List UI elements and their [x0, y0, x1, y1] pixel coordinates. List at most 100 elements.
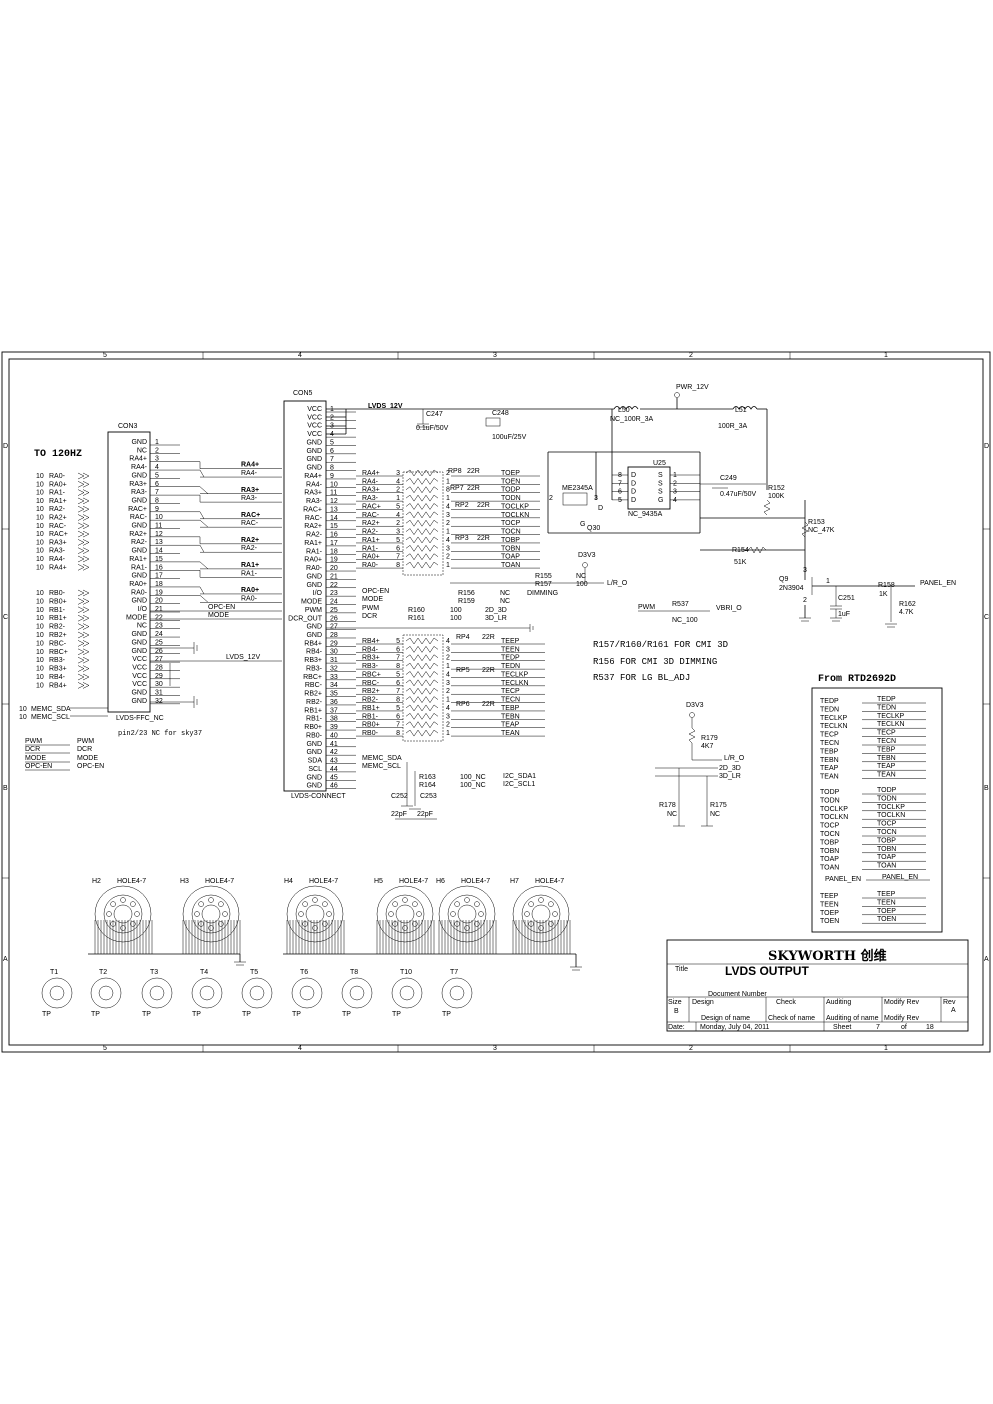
hole-ref: H4 — [284, 878, 293, 885]
hole-via — [198, 901, 204, 907]
con5-pin-number: 1 — [330, 406, 334, 413]
rp-out-pin: 4 — [446, 537, 450, 544]
r156-ref: R156 — [458, 590, 475, 597]
rp-out-a-label: TODN — [501, 495, 521, 502]
testpoint-label: TP — [142, 1011, 151, 1018]
hole-via — [218, 921, 224, 927]
con5-pin-number: 43 — [330, 758, 338, 765]
u25-part: NC_9435A — [628, 511, 663, 518]
con3-pin-name: GND — [131, 648, 147, 655]
r153-ref: R153 — [808, 519, 825, 526]
con5-pin-number: 19 — [330, 557, 338, 564]
rp-out-a-label: TOAP — [501, 554, 520, 561]
rp-out-a-label: TOEN — [501, 478, 520, 485]
con3-pin-name: GND — [131, 573, 147, 580]
r175-ref: R175 — [710, 802, 727, 809]
rp-in-pin: 4 — [396, 478, 400, 485]
con3-pin-number: 13 — [155, 539, 163, 546]
hole-outer-ring — [94, 885, 152, 943]
con5-pin-number: 40 — [330, 732, 338, 739]
con3-pin-number: 11 — [155, 523, 162, 530]
con3-pin-name: RAC- — [130, 514, 148, 521]
con3-pin-name: RA2- — [131, 539, 148, 546]
frame-col-1-bottom: 1 — [884, 1045, 888, 1052]
hole-ref: H5 — [374, 878, 383, 885]
con3-pin-name: GND — [131, 598, 147, 605]
rev-label: Rev — [943, 999, 956, 1006]
r160-ref: R160 — [408, 607, 425, 614]
u25-left-pin-number: 5 — [618, 497, 622, 504]
con3-pin-number: 28 — [155, 664, 163, 671]
lr-circuit: D3V3 R179 4K7 L/R_O 2D_3D 3D_LR R178 NC … — [655, 702, 745, 827]
testpoint-label: TP — [242, 1011, 251, 1018]
ctrl-opc-left: OPC-EN — [25, 763, 52, 770]
hole-via — [412, 921, 418, 927]
con5-pin-number: 25 — [330, 607, 338, 614]
hole-ref: H6 — [436, 878, 445, 885]
con5-pin-name: RB0+ — [304, 724, 322, 731]
hole-center — [305, 904, 325, 924]
rtd-group2-label-left: TOAP — [820, 856, 839, 863]
testpoint-label: TP — [42, 1011, 51, 1018]
con5-net-b-label: RB4- — [362, 646, 379, 653]
testpoint-inner-ring — [98, 985, 114, 1001]
q30-d-label: D — [598, 505, 603, 512]
con3-net-label: RA0+ — [241, 587, 259, 594]
rb-pin-marker: 10 — [36, 666, 44, 673]
rtd-group3-label-right: TEEP — [877, 891, 896, 898]
design-label: Design — [692, 999, 714, 1006]
hole-center — [457, 904, 477, 924]
power-section: C247 0.1uF/50V C248 100uF/25V PWR_12V L5… — [326, 384, 956, 628]
rp-in-pin: 6 — [396, 646, 400, 653]
modify-value: Modify Rev — [884, 1015, 920, 1022]
con5-net-b-label: RBC+ — [362, 671, 381, 678]
con3-pin-name: RA3- — [131, 489, 148, 496]
title-block: SKYWORTH 创维 Title LVDS OUTPUT Document N… — [666, 939, 969, 1032]
u25-left-pin-number: 8 — [618, 472, 622, 479]
rp7-value: 22R — [467, 485, 480, 492]
hole-center — [201, 904, 221, 924]
testpoint-inner-ring — [49, 985, 65, 1001]
testpoint-outer-ring — [441, 977, 473, 1009]
rp-out-a-label: TOCP — [501, 520, 521, 527]
hole-outer-ring — [438, 885, 496, 943]
hole-via — [222, 911, 228, 917]
con3-pin-name: RA3+ — [129, 481, 147, 488]
l50-ref: L50 — [618, 407, 630, 414]
rtd-group3-label-left: TOEP — [820, 910, 839, 917]
hole-via — [106, 911, 112, 917]
ra-pin-marker: 10 — [36, 523, 44, 530]
r164-value: 100_NC — [460, 782, 486, 789]
me2345a-label: ME2345A — [562, 485, 593, 492]
doc-number-label: Document Number — [708, 991, 767, 998]
hole-center — [531, 904, 551, 924]
con3-net-label: RA4- — [241, 470, 258, 477]
con5-pin-number: 6 — [330, 448, 334, 455]
r164-ref: R164 — [419, 782, 436, 789]
hole-via — [302, 901, 308, 907]
con3-pin-name: GND — [131, 631, 147, 638]
ctrl-dcr-left: DCR — [25, 746, 40, 753]
testpoint-ref: T7 — [450, 969, 458, 976]
con5-pin-number: 30 — [330, 649, 338, 656]
con3-pin-name: VCC — [132, 656, 147, 663]
con3-pin-number: 6 — [155, 481, 159, 488]
hole-via — [388, 911, 394, 917]
rp-in-pin: 3 — [396, 529, 400, 536]
con5-net-a-label: RA4+ — [362, 470, 380, 477]
hole-inner-ring — [295, 894, 335, 934]
rtd-group3-label-left: TEEN — [820, 901, 839, 908]
con5-pin-name: RB2+ — [304, 691, 322, 698]
r155-value: NC — [576, 573, 586, 580]
rtd-group1-label-left: TEBP — [820, 748, 839, 755]
pwr12v-label: PWR_12V — [676, 384, 709, 391]
hole-part: HOLE4-7 — [117, 878, 146, 885]
hole-via — [130, 901, 136, 907]
con3-pin-name: RA1+ — [129, 556, 147, 563]
memc-sda-label: MEMC_SDA — [31, 706, 71, 713]
con3-pin-name: RA0- — [131, 589, 148, 596]
rtd-group2-label-left: TOCN — [820, 831, 840, 838]
testpoint-inner-ring — [249, 985, 265, 1001]
